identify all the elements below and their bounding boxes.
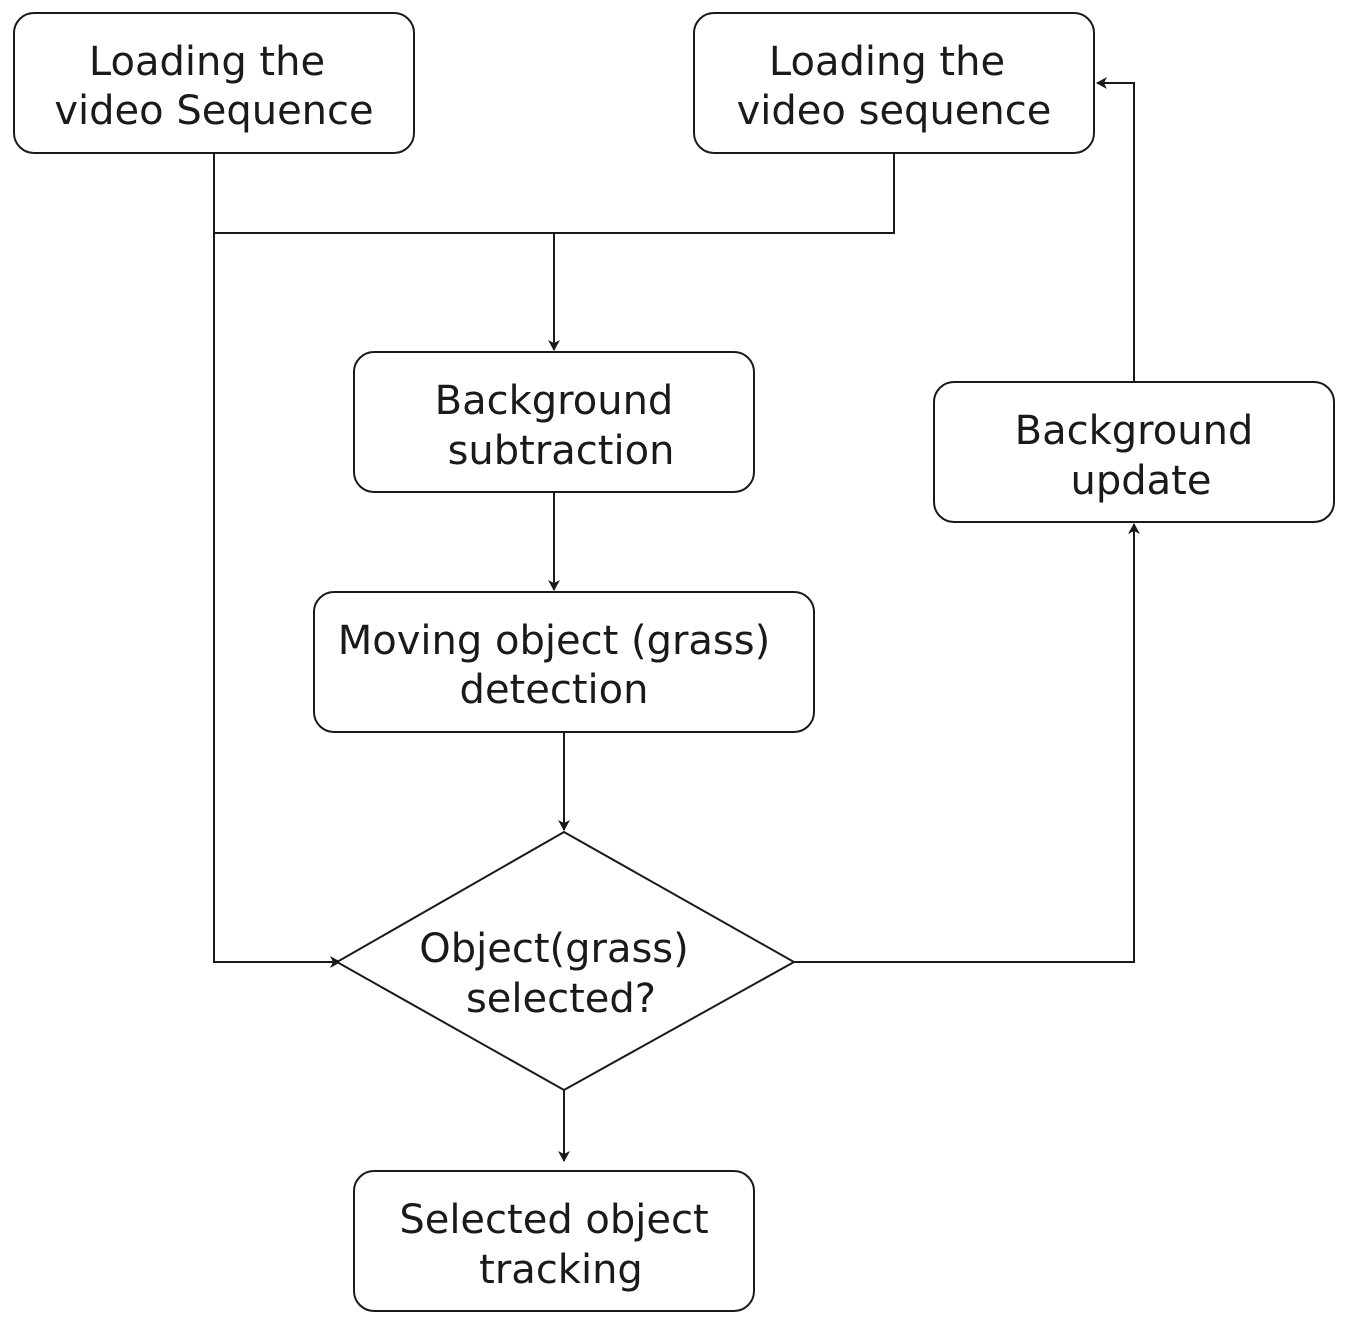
node-background-update-line1: Background [1015,408,1254,454]
node-moving-object-detection-line1: Moving object (grass) [338,618,770,664]
node-load-video-left-line2: video Sequence [54,88,373,134]
connector-bg-update-to-load-right [1096,77,1135,382]
node-background-subtraction: Background subtraction [353,351,755,493]
node-moving-object-detection-line2: detection [460,667,649,713]
connectors [213,77,1140,1162]
node-selected-object-tracking-line2: tracking [479,1247,643,1293]
node-load-video-left: Loading the video Sequence [13,12,415,154]
node-load-video-right: Loading the video sequence [693,12,1095,154]
node-background-subtraction-line2: subtraction [448,428,675,474]
node-background-update-line2: update [1071,458,1212,504]
node-load-video-left-line1: Loading the [89,39,325,85]
node-background-update: Background update [933,381,1335,523]
node-load-video-right-line1: Loading the [769,39,1005,85]
node-load-video-right-line2: video sequence [737,88,1052,134]
node-background-subtraction-line1: Background [435,378,674,424]
connector-load-left-to-merge [213,153,895,234]
node-decision-line2: selected? [466,976,656,1022]
node-selected-object-tracking: Selected object tracking [353,1170,755,1312]
node-moving-object-detection: Moving object (grass) detection [313,591,815,733]
connector-decision-to-bg-update [794,523,1140,963]
node-decision-line1: Object(grass) [419,926,689,972]
node-selected-object-tracking-line1: Selected object [399,1197,708,1243]
connector-load-left-to-decision [213,233,341,968]
node-decision-object-selected: Object(grass) selected? [334,830,797,1092]
